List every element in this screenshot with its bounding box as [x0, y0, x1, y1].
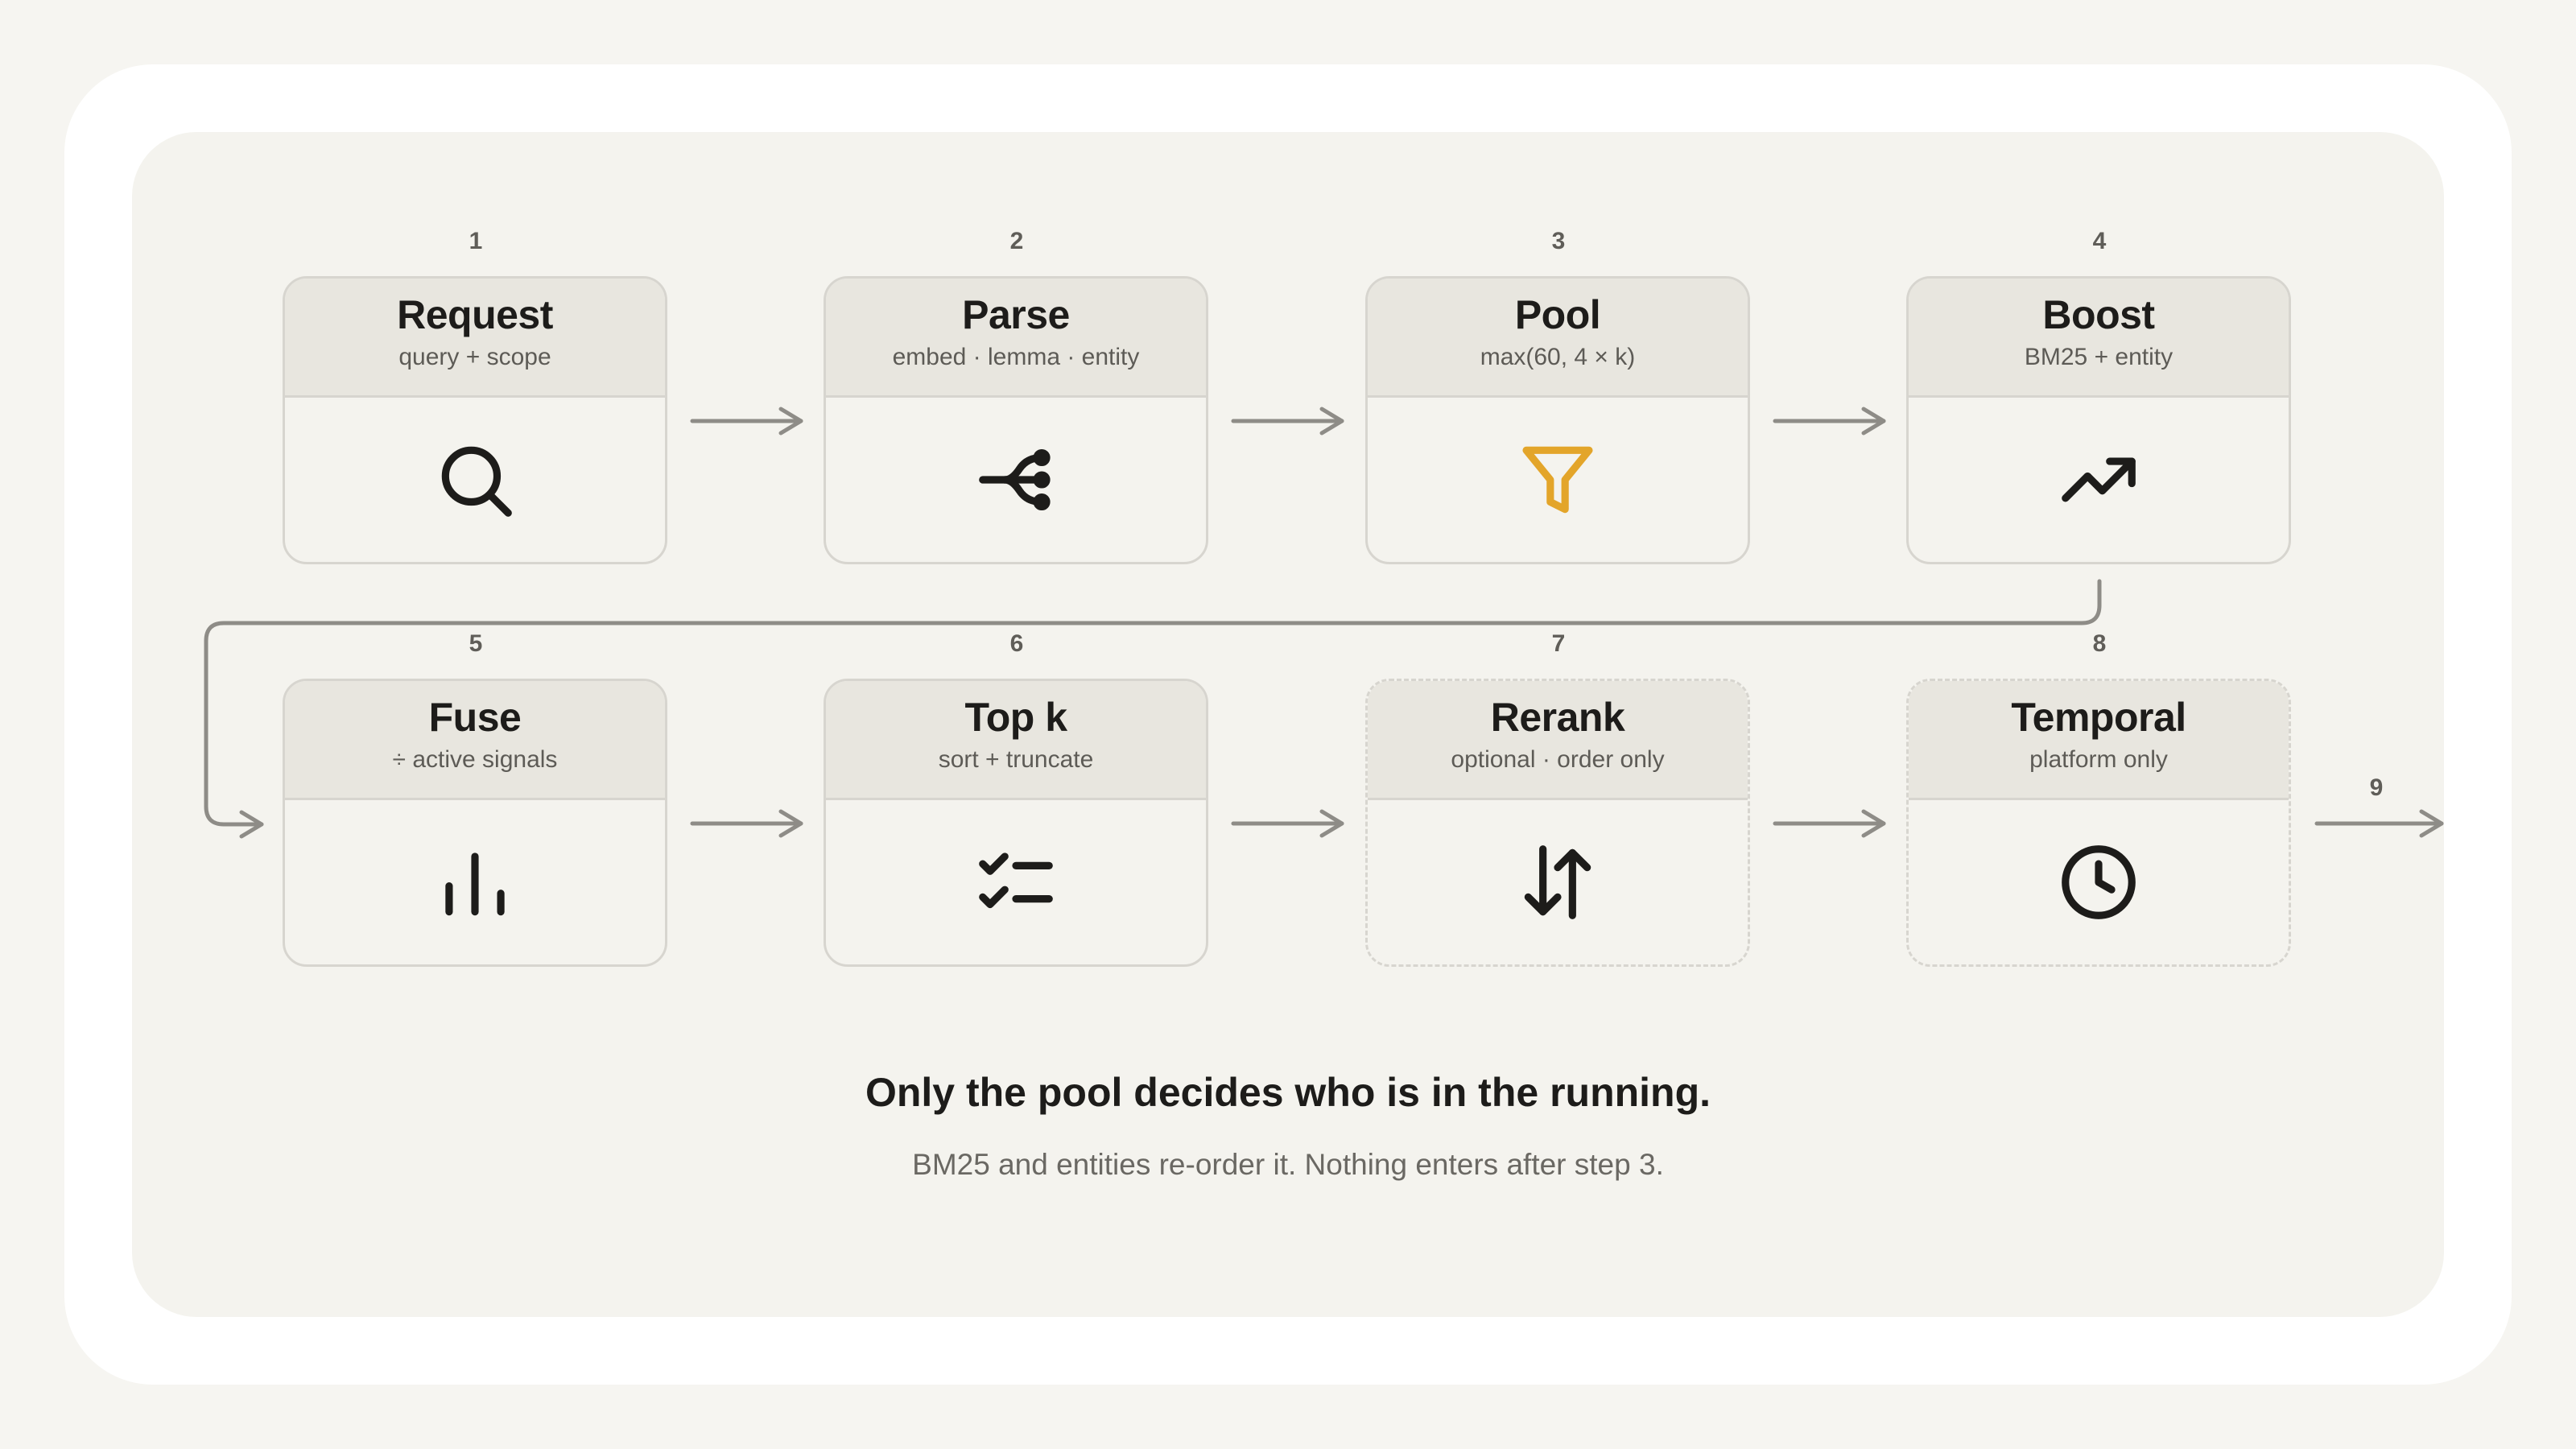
step-header: Top k sort + truncate	[826, 681, 1206, 800]
step-title: Request	[397, 292, 553, 337]
step-header: Request query + scope	[285, 279, 665, 398]
step-subtitle: optional · order only	[1451, 746, 1665, 773]
caption-title: Only the pool decides who is in the runn…	[865, 1070, 1711, 1115]
arrow-4-5	[204, 579, 2102, 839]
step-number: 6	[1009, 630, 1024, 657]
caption-subtitle: BM25 and entities re-order it. Nothing e…	[912, 1148, 1664, 1181]
step-card-parse: Parse embed · lemma · entity	[824, 276, 1208, 564]
step-title: Rerank	[1490, 695, 1625, 740]
step-subtitle: sort + truncate	[938, 746, 1094, 773]
arrow-5-6	[690, 809, 803, 838]
step-number: 5	[469, 630, 483, 657]
step-header: Temporal platform only	[1909, 681, 2289, 800]
step-card-fuse: Fuse ÷ active signals	[283, 679, 667, 967]
step-subtitle: max(60, 4 × k)	[1480, 344, 1636, 370]
step-subtitle: BM25 + entity	[2024, 344, 2174, 370]
step-card-pool: Pool max(60, 4 × k)	[1365, 276, 1750, 564]
sort-arrows-icon	[1524, 845, 1591, 919]
arrow-8-out	[2314, 809, 2444, 838]
arrow-6-7	[1231, 809, 1344, 838]
step-number: 3	[1551, 228, 1566, 254]
step-number: 1	[469, 228, 483, 254]
step-title: Top k	[964, 695, 1067, 740]
step-card-rerank: Rerank optional · order only	[1365, 679, 1750, 967]
step-card-request: Request query + scope	[283, 276, 667, 564]
step-subtitle: embed · lemma · entity	[892, 344, 1140, 370]
step-header: Fuse ÷ active signals	[285, 681, 665, 800]
step-number: 4	[2092, 228, 2107, 254]
search-icon	[441, 446, 512, 517]
next-step-number: 9	[2370, 774, 2384, 801]
step-card-boost: Boost BM25 + entity	[1906, 276, 2291, 564]
step-subtitle: ÷ active signals	[392, 746, 558, 773]
step-card-temporal: Temporal platform only	[1906, 679, 2291, 967]
step-header: Boost BM25 + entity	[1909, 279, 2289, 398]
arrow-2-3	[1231, 407, 1344, 436]
step-title: Parse	[962, 292, 1070, 337]
bar-chart-icon	[445, 852, 505, 916]
step-subtitle: platform only	[2029, 746, 2168, 773]
clock-icon	[2062, 845, 2136, 919]
step-header: Parse embed · lemma · entity	[826, 279, 1206, 398]
step-header: Rerank optional · order only	[1368, 681, 1748, 800]
checklist-icon	[979, 852, 1053, 909]
step-title: Fuse	[428, 695, 522, 740]
step-number: 2	[1009, 228, 1024, 254]
arrow-7-8	[1773, 809, 1886, 838]
step-subtitle: query + scope	[398, 344, 551, 370]
step-number: 8	[2092, 630, 2107, 657]
step-card-top-k: Top k sort + truncate	[824, 679, 1208, 967]
step-title: Temporal	[2011, 695, 2186, 740]
arrow-3-4	[1773, 407, 1886, 436]
step-title: Pool	[1514, 292, 1601, 337]
step-title: Boost	[2042, 292, 2155, 337]
filter-icon	[1522, 446, 1593, 514]
trending-up-icon	[2062, 457, 2136, 502]
step-header: Pool max(60, 4 × k)	[1368, 279, 1748, 398]
arrow-1-2	[690, 407, 803, 436]
fork-icon	[979, 448, 1051, 511]
step-number: 7	[1551, 630, 1566, 657]
